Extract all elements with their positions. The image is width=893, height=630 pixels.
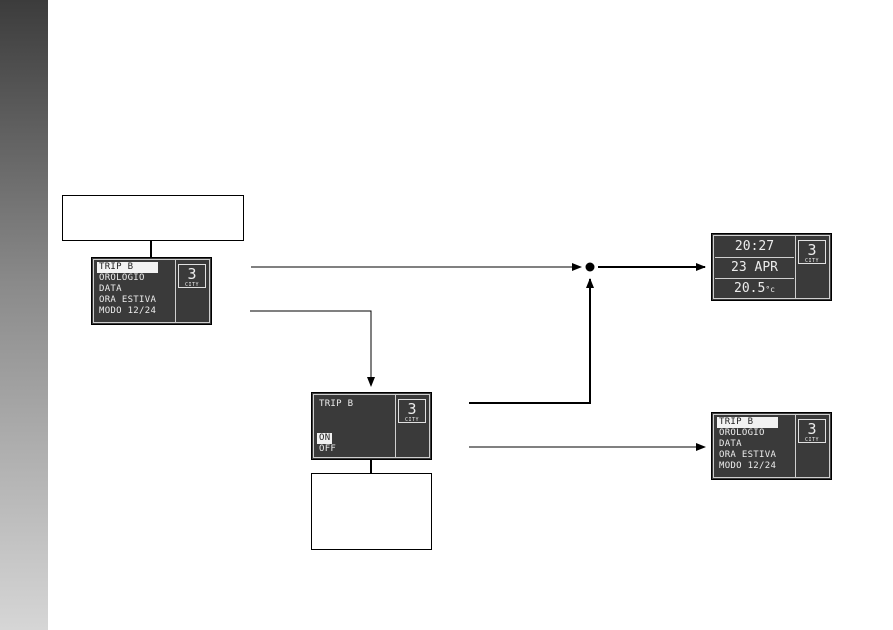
- city-mode-badge: 3 CITY: [178, 264, 206, 288]
- badge-number: 3: [187, 265, 197, 283]
- lcd-main-menu: TRIP B OROLOGIO DATA ORA ESTIVA MODO 12/…: [91, 257, 212, 325]
- arrow-menu-to-trip: [250, 310, 375, 387]
- temperature-unit: °c: [765, 285, 775, 294]
- menu-list: TRIP B OROLOGIO DATA ORA ESTIVA MODO 12/…: [717, 417, 779, 472]
- lcd-divider: [795, 236, 796, 298]
- lcd-divider: [795, 415, 796, 477]
- lcd-standard-screen: 20:27 23 APR 20.5°c 3 CITY: [711, 233, 832, 301]
- menu-item-data: DATA: [719, 439, 742, 449]
- trip-title: TRIP B: [319, 399, 354, 409]
- page-side-strip: [0, 0, 48, 630]
- badge-mode-label: CITY: [184, 282, 200, 288]
- menu-item-orologio: OROLOGIO: [99, 273, 145, 283]
- city-mode-badge: 3 CITY: [798, 240, 826, 264]
- trip-options: ON OFF: [317, 433, 338, 455]
- clock-date: 23 APR: [715, 257, 794, 279]
- menu-item-modo-12-24: MODO 12/24: [719, 461, 777, 471]
- lcd-return-menu: TRIP B OROLOGIO DATA ORA ESTIVA MODO 12/…: [711, 412, 832, 480]
- lcd-trip-b-toggle: TRIP B ON OFF 3 CITY: [311, 392, 432, 460]
- menu-item-modo-12-24: MODO 12/24: [99, 306, 157, 316]
- city-mode-badge: 3 CITY: [798, 419, 826, 443]
- callout-box-bottom: [311, 473, 432, 550]
- menu-list: TRIP B OROLOGIO DATA ORA ESTIVA MODO 12/…: [97, 262, 159, 317]
- badge-number: 3: [807, 241, 817, 259]
- badge-mode-label: CITY: [804, 437, 820, 443]
- badge-mode-label: CITY: [404, 417, 420, 423]
- lcd-divider: [395, 395, 396, 457]
- menu-item-ora-estiva: ORA ESTIVA: [99, 295, 157, 305]
- clock-time: 20:27: [715, 237, 794, 258]
- junction-dot: [585, 262, 595, 272]
- menu-item-trip-b: TRIP B: [717, 417, 779, 428]
- arrow-trip-to-junction: [469, 278, 594, 404]
- menu-item-ora-estiva: ORA ESTIVA: [719, 450, 777, 460]
- lcd-divider: [175, 260, 176, 322]
- menu-item-trip-b: TRIP B: [97, 262, 159, 273]
- menu-item-data: DATA: [99, 284, 122, 294]
- option-off: OFF: [319, 444, 337, 454]
- trip-title-block: TRIP B: [317, 399, 355, 410]
- city-mode-badge: 3 CITY: [398, 399, 426, 423]
- badge-mode-label: CITY: [804, 258, 820, 264]
- callout-box-top: [62, 195, 244, 241]
- outside-temperature: 20.5°c: [715, 278, 794, 299]
- temperature-value: 20.5: [734, 281, 766, 296]
- badge-number: 3: [407, 400, 417, 418]
- badge-number: 3: [807, 420, 817, 438]
- menu-item-orologio: OROLOGIO: [719, 428, 765, 438]
- option-on: ON: [317, 433, 333, 444]
